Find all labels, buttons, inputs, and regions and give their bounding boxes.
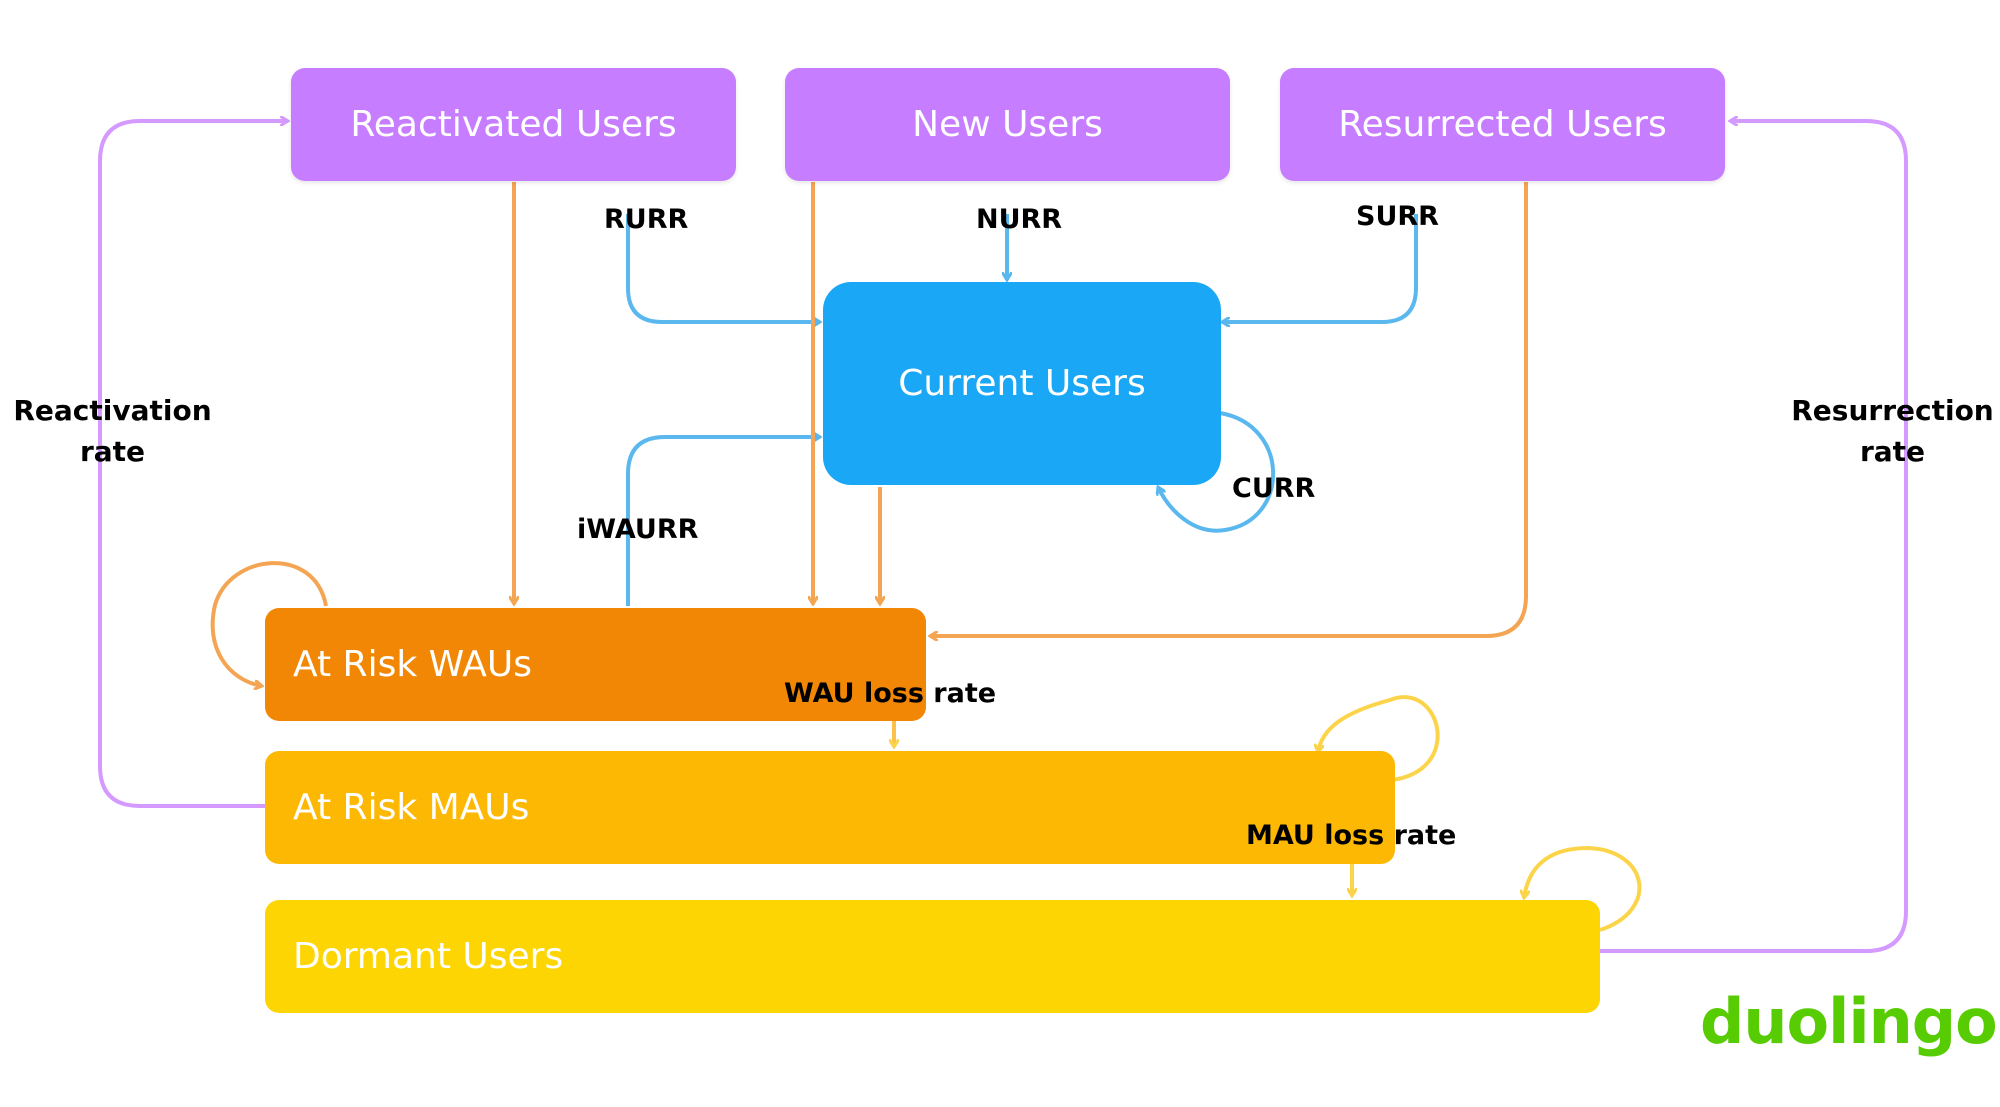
reactivation-rate-line2: rate <box>79 434 146 468</box>
reactivation-rate-line1: Reactivation <box>13 394 212 427</box>
current-users-node: Current Users <box>823 282 1221 485</box>
resurrected-to-waus-arrow <box>930 182 1528 636</box>
surr-arrow <box>1222 214 1418 322</box>
dormant-self-loop <box>1524 845 1642 932</box>
surr-label: SURR <box>1356 201 1439 232</box>
curr-loop <box>1158 411 1276 533</box>
maus-self-loop <box>1318 695 1440 782</box>
iwaurr-label: iWAURR <box>577 514 699 545</box>
at-risk-waus-label: At Risk WAUs <box>293 644 532 685</box>
at-risk-waus-node: At Risk WAUs <box>265 608 926 721</box>
iwaurr-arrow <box>626 437 820 606</box>
reactivated-users-node: Reactivated Users <box>291 68 736 181</box>
at-risk-maus-label: At Risk MAUs <box>293 787 530 828</box>
resurrection-rate-label: Resurrection rate <box>1785 391 2000 472</box>
rurr-arrow <box>626 214 820 322</box>
resurrection-arrow <box>1600 121 1908 953</box>
current-users-label: Current Users <box>898 363 1146 404</box>
nurr-label: NURR <box>976 204 1063 235</box>
reactivated-users-label: Reactivated Users <box>350 104 677 145</box>
resurrection-rate-line2: rate <box>1859 434 1926 468</box>
resurrection-rate-line1: Resurrection <box>1791 394 1994 427</box>
waus-self-loop <box>210 561 328 686</box>
dormant-users-node: Dormant Users <box>265 900 1600 1013</box>
new-users-label: New Users <box>912 104 1103 145</box>
rurr-label: RURR <box>604 204 689 235</box>
curr-label: CURR <box>1232 473 1316 504</box>
duolingo-logo: duolingo <box>1700 985 1998 1058</box>
dormant-users-label: Dormant Users <box>293 936 564 977</box>
resurrected-users-label: Resurrected Users <box>1338 104 1667 145</box>
new-users-node: New Users <box>785 68 1230 181</box>
resurrected-users-node: Resurrected Users <box>1280 68 1725 181</box>
reactivation-rate-label: Reactivation rate <box>5 391 220 472</box>
at-risk-maus-node: At Risk MAUs <box>265 751 1395 864</box>
mau-loss-rate-label: MAU loss rate <box>1246 820 1457 851</box>
wau-loss-rate-label: WAU loss rate <box>784 678 997 709</box>
reactivation-arrow <box>98 121 288 808</box>
